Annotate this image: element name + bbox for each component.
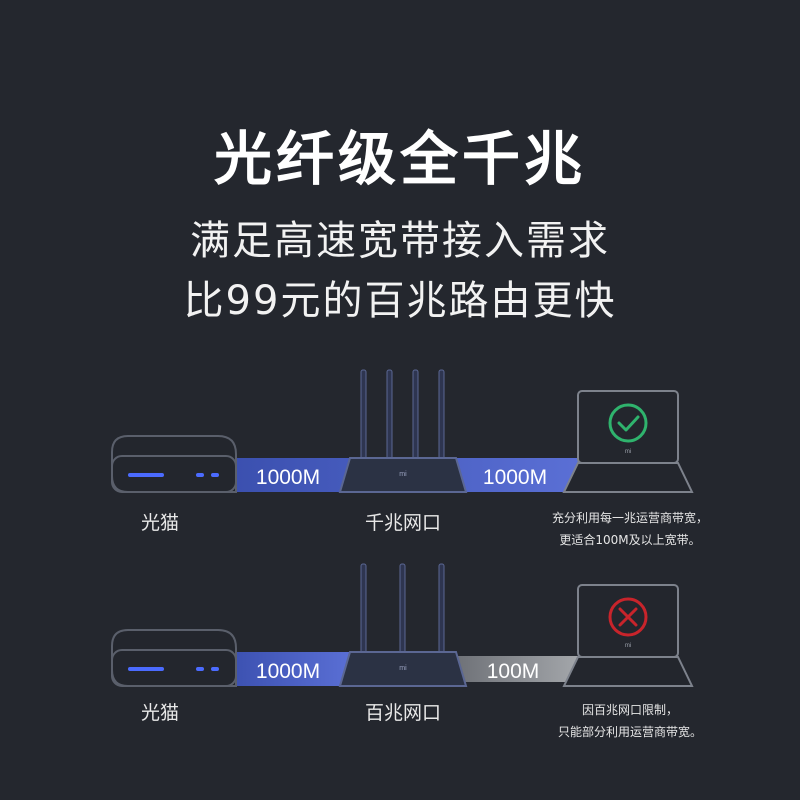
link2-speed: 1000M — [483, 466, 547, 489]
svg-text:mi: mi — [625, 643, 631, 649]
router-100m: mi — [338, 563, 468, 687]
scenario-100m: 1000M 100M mi mi — [111, 563, 694, 687]
headline-title: 光纤级全千兆 — [213, 125, 586, 193]
link2-speed-2: 100M — [487, 660, 540, 683]
cross-icon — [608, 597, 648, 637]
link-band-blue-2 — [225, 652, 355, 686]
svg-text:mi: mi — [625, 449, 631, 455]
modem-label: 光猫 — [140, 512, 179, 534]
router-gigabit: mi — [338, 369, 468, 493]
link1-speed-2: 1000M — [256, 660, 320, 683]
optical-modem — [111, 435, 237, 493]
optical-modem-2 — [111, 629, 237, 687]
headline-line1: 满足高速宽带接入需求 — [190, 218, 610, 264]
note-100m-line1: 因百兆网口限制， — [581, 703, 678, 717]
router-logo-2: mi — [399, 665, 407, 672]
note-100m: 因百兆网口限制， 只能部分利用运营商带宽。 — [520, 699, 740, 743]
headline-line2: 比99元的百兆路由更快 — [183, 278, 617, 324]
router-label: 千兆网口 — [364, 512, 441, 534]
laptop-gigabit: mi — [562, 390, 694, 493]
check-icon — [608, 403, 648, 443]
link1-speed: 1000M — [256, 466, 320, 489]
network-diagram: 1000M 1000M mi mi — [111, 369, 694, 687]
modem-label-2: 光猫 — [140, 702, 179, 724]
laptop-100m: mi — [562, 584, 694, 687]
router-label-2: 百兆网口 — [364, 702, 441, 724]
note-100m-line2: 只能部分利用运营商带宽。 — [557, 725, 702, 739]
link-band-gray — [455, 656, 580, 682]
router-logo: mi — [399, 471, 407, 478]
note-gigabit-line1: 充分利用每一兆运营商带宽， — [551, 511, 708, 525]
scenario-gigabit: 1000M 1000M mi mi — [111, 369, 694, 493]
note-gigabit: 充分利用每一兆运营商带宽， 更适合100M及以上宽带。 — [520, 507, 740, 551]
note-gigabit-line2: 更适合100M及以上宽带。 — [559, 533, 701, 547]
